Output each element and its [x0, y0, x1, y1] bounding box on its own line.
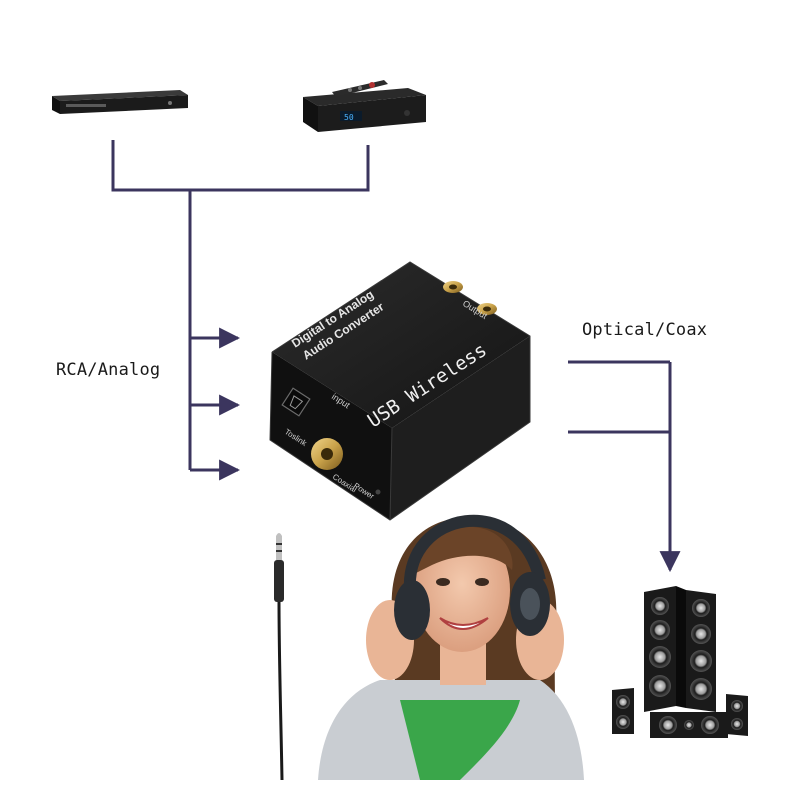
connector-lines	[111, 140, 681, 573]
label-rca-analog: RCA/Analog	[56, 360, 161, 380]
source-bus-line	[111, 140, 370, 192]
set-top-box-icon: 50	[303, 88, 426, 132]
receiver-display: 50	[344, 113, 354, 122]
toslink-port	[281, 387, 311, 417]
label-optical-coax: Optical/Coax	[582, 320, 708, 340]
woman-headphones-image	[318, 514, 584, 780]
converter-front-face	[390, 336, 530, 520]
remote-control-icon	[332, 80, 388, 97]
bluray-player-icon	[52, 90, 188, 114]
converter-top	[272, 262, 530, 428]
converter-device: Output Digital to Analog Audio Converter…	[269, 261, 531, 521]
speaker-system-icon	[612, 586, 748, 738]
audio-cable-jack	[274, 533, 284, 781]
